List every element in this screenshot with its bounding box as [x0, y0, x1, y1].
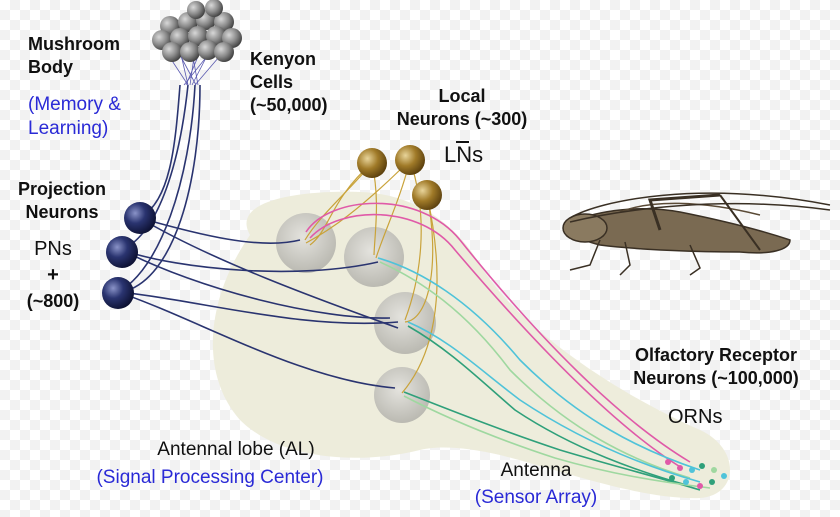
- local-neurons-line1: Local: [438, 86, 486, 106]
- mushroom-body-sub-line2: Learning): [28, 118, 109, 139]
- antennal-lobe-label: Antennal lobe (AL): [157, 439, 315, 460]
- local-neurons-line2: Neurons (~300): [396, 109, 528, 129]
- pns-count: (~800): [26, 291, 80, 311]
- pns-plus: +: [47, 264, 59, 286]
- projection-neuron-somata: [102, 202, 156, 309]
- orn-line2: Neurons (~100,000): [633, 368, 799, 388]
- local-neuron: [412, 180, 442, 210]
- pns-line1: PNs: [34, 238, 72, 260]
- projection-neuron: [102, 277, 134, 309]
- kenyon-cells-label: Kenyon Cells (~50,000): [250, 48, 328, 117]
- local-neuron: [357, 148, 387, 178]
- local-neuron: [395, 145, 425, 175]
- antenna-sublabel: (Sensor Array): [474, 487, 598, 508]
- mushroom-body-sublabel: (Memory & Learning): [28, 93, 121, 141]
- grasshopper-illustration: [562, 192, 831, 276]
- glomerulus: [344, 227, 404, 287]
- antennal-lobe-sublabel: (Signal Processing Center): [96, 467, 324, 488]
- mushroom-body-line1: Mushroom: [28, 34, 120, 54]
- projection-neurons-label: Projection Neurons: [4, 178, 120, 224]
- orn-label: Olfactory Receptor Neurons (~100,000): [598, 344, 834, 390]
- orns-symbol: ORNs: [668, 406, 723, 428]
- projection-neuron: [124, 202, 156, 234]
- projection-neuron-axons: [117, 84, 399, 389]
- ln-symbol: LNs: [444, 141, 484, 167]
- mushroom-body-sub-line1: (Memory &: [28, 94, 121, 115]
- local-neurons-label: Local Neurons (~300): [382, 85, 542, 131]
- glomerulus: [374, 367, 430, 423]
- antenna-label: Antenna: [500, 460, 572, 481]
- glomerulus: [374, 292, 436, 354]
- local-neuron-somata: [357, 145, 442, 210]
- orn-axons: [305, 202, 711, 491]
- glomeruli: [276, 213, 436, 423]
- kenyon-cells: [152, 0, 242, 62]
- mushroom-body-label: Mushroom Body: [28, 33, 120, 79]
- ln-overline: [456, 141, 469, 143]
- kenyon-line3: (~50,000): [250, 95, 328, 115]
- projection-neuron: [106, 236, 138, 268]
- orn-line1: Olfactory Receptor: [634, 345, 798, 365]
- pns-label: PNs + (~800): [16, 236, 90, 314]
- kenyon-line2: Cells: [250, 72, 294, 92]
- projection-line1: Projection: [17, 179, 106, 199]
- kenyon-line1: Kenyon: [250, 49, 317, 69]
- mushroom-body-line2: Body: [28, 57, 73, 77]
- orn-dendrite-dots: [665, 459, 727, 489]
- projection-line2: Neurons: [25, 202, 99, 222]
